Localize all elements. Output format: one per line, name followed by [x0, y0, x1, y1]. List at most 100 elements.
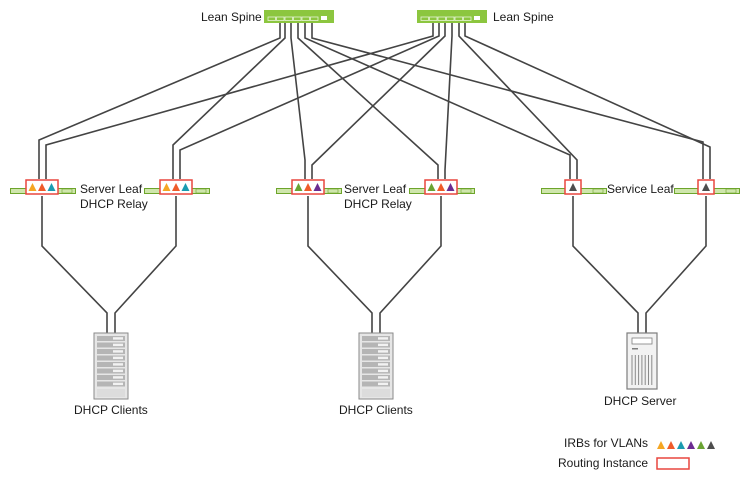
port-icon — [284, 16, 293, 21]
port-icon — [437, 16, 446, 21]
leaf-switch-3 — [276, 179, 342, 195]
legend-routing-instance-box — [656, 457, 690, 470]
leaf-switch-6 — [674, 179, 740, 195]
rack-unit-handle — [378, 363, 388, 366]
spine-chassis — [417, 10, 487, 23]
rack-unit — [97, 375, 125, 380]
irb-triangle-icon — [28, 183, 37, 191]
spine1-leaf2-link — [172, 23, 286, 179]
dhcp-clients-2-rack-icon — [358, 332, 394, 400]
spine1-leaf6-link — [311, 23, 704, 179]
irb-triangle-icon — [702, 183, 710, 191]
spine-2-label: Lean Spine — [493, 10, 554, 24]
port-icon — [725, 188, 737, 194]
irb-triangle-icon — [677, 441, 685, 449]
spine2-leaf2-link — [179, 23, 440, 179]
leaf-group-2-label: Server Leaf — [344, 182, 407, 196]
leaf-switch-5 — [541, 179, 607, 195]
rack-unit — [97, 381, 125, 387]
port-icon — [463, 16, 472, 21]
rack-unit-handle — [378, 337, 388, 340]
rack-unit-handle — [113, 376, 123, 379]
endpoint-1-label: DHCP Clients — [74, 403, 148, 417]
spine-1-label: Lean Spine — [201, 10, 262, 24]
console-port-icon — [321, 16, 327, 20]
leaf1-endpoint-link — [41, 196, 108, 333]
port-icon — [429, 16, 438, 21]
spine1-leaf4-link — [297, 23, 439, 179]
legend-routing-label: Routing Instance — [558, 456, 648, 470]
labels-layer: Lean Spine Lean Spine Server Leaf DHCP R… — [74, 10, 676, 470]
leaf-group-1-sublabel: DHCP Relay — [80, 197, 148, 211]
links-layer — [38, 23, 711, 333]
rack-unit — [97, 349, 125, 354]
rack-unit — [97, 355, 125, 361]
port-icon — [195, 188, 207, 194]
rack-unit-handle — [378, 376, 388, 379]
irb-triangle-icon — [657, 441, 665, 449]
drive-bay — [631, 337, 653, 345]
irb-triangle-icon — [181, 183, 190, 191]
rack-unit — [97, 342, 125, 348]
port-icon — [592, 188, 604, 194]
irb-triangle-icon — [427, 183, 436, 191]
leaf-switch-1 — [10, 179, 76, 195]
irb-triangle-icon — [172, 183, 180, 191]
spine1-leaf5-link — [304, 23, 571, 179]
rack-unit — [362, 362, 390, 367]
port-icon — [301, 16, 310, 21]
rack-unit-handle — [378, 343, 388, 347]
rack-unit — [97, 336, 125, 341]
rack-unit-handle — [378, 356, 388, 360]
rack-unit — [362, 355, 390, 361]
spine1-leaf3-link — [290, 23, 306, 179]
port-icon — [276, 16, 285, 21]
rack-unit — [362, 381, 390, 387]
nodes-layer — [10, 10, 740, 400]
legend — [656, 441, 715, 470]
rack-unit — [97, 368, 125, 374]
port-icon — [293, 16, 302, 21]
spine-chassis — [264, 10, 334, 23]
leaf-switch-2 — [144, 179, 210, 195]
rack-base — [97, 389, 125, 397]
leaf2-endpoint-link — [114, 196, 177, 333]
port-icon — [61, 188, 73, 194]
leaf5-endpoint-link — [572, 196, 639, 333]
port-icon — [420, 16, 429, 21]
leaf4-endpoint-link — [379, 196, 442, 333]
irb-triangle-icon — [162, 183, 171, 191]
irb-triangle-icon — [569, 183, 577, 191]
irb-triangle-icon — [437, 183, 445, 191]
dhcp-clients-1-rack-icon — [93, 332, 129, 400]
leaf-switch-4 — [409, 179, 475, 195]
spine1-leaf1-link — [38, 23, 281, 179]
irb-triangle-icon — [313, 183, 322, 191]
irb-triangle-icon — [687, 441, 695, 449]
rack-unit-handle — [113, 363, 123, 366]
rack-unit — [97, 362, 125, 367]
irb-triangle-icon — [304, 183, 312, 191]
endpoint-3-label: DHCP Server — [604, 394, 676, 408]
leaf-group-1-label: Server Leaf — [80, 182, 143, 196]
spine2-leaf1-link — [45, 23, 434, 179]
leaf6-endpoint-link — [645, 196, 707, 333]
dhcp-server-tower-icon — [626, 332, 658, 390]
rack-unit — [362, 368, 390, 374]
rack-unit — [362, 375, 390, 380]
leaf-group-3-label: Service Leaf — [607, 182, 674, 196]
rack-unit-handle — [378, 369, 388, 373]
rack-unit — [362, 349, 390, 354]
port-icon — [446, 16, 455, 21]
port-icon — [310, 16, 319, 21]
rack-unit-handle — [378, 350, 388, 353]
irb-triangle-icon — [38, 183, 46, 191]
port-icon — [454, 16, 463, 21]
irb-triangle-icon — [697, 441, 705, 449]
rack-unit-handle — [113, 350, 123, 353]
irb-triangle-icon — [294, 183, 303, 191]
spine2-leaf6-link — [464, 23, 711, 179]
rack-unit-handle — [113, 343, 123, 347]
irb-triangle-icon — [667, 441, 675, 449]
